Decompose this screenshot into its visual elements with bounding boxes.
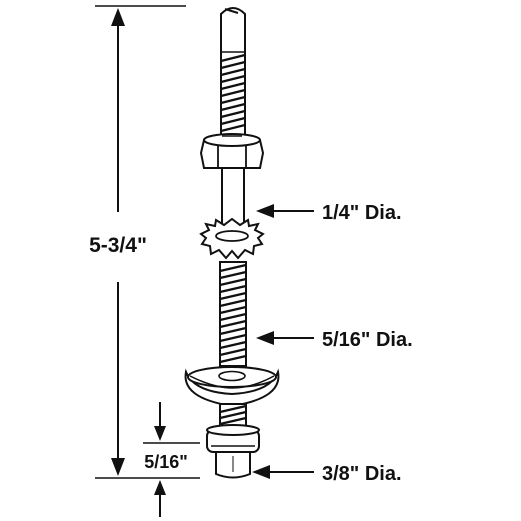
thread-line xyxy=(219,305,247,315)
overall-length-label: 5-3/4" xyxy=(89,234,147,257)
thread-line xyxy=(219,347,247,357)
thread-line xyxy=(219,319,247,329)
head-up-arrow-icon xyxy=(154,480,166,495)
bolt-head xyxy=(206,424,260,453)
thread-line xyxy=(220,60,246,70)
upper-dia-callout: 1/4" Dia. xyxy=(256,202,402,224)
thread-line xyxy=(220,102,246,112)
thread-line xyxy=(219,410,247,420)
head-height-label: 5/16" xyxy=(144,452,188,472)
thread-line xyxy=(220,123,246,133)
thread-dia-arrow-icon xyxy=(256,331,274,345)
thread-line xyxy=(220,95,246,105)
star-lock-washer-icon xyxy=(199,217,265,260)
thread-dia-label: 5/16" Dia. xyxy=(322,329,413,351)
length-top-arrow-icon xyxy=(111,8,125,26)
thread-line xyxy=(220,67,246,77)
thread-line xyxy=(220,116,246,126)
bottom-thread-lines xyxy=(219,404,247,426)
thread-line xyxy=(219,354,247,364)
tip-dia-arrow-icon xyxy=(252,465,270,479)
thread-line xyxy=(219,284,247,294)
cup-washer-icon xyxy=(184,366,280,408)
tip-dia-label: 3/8" Dia. xyxy=(322,463,402,485)
thread-line xyxy=(219,326,247,336)
thread-dia-callout: 5/16" Dia. xyxy=(256,329,413,351)
upper-thread-lines xyxy=(220,53,246,133)
length-dimension: 5-3/4" xyxy=(89,5,200,479)
screwdriver-slot xyxy=(224,8,239,14)
thread-line xyxy=(220,74,246,84)
thread-line xyxy=(220,53,246,63)
thread-line xyxy=(219,404,247,414)
thread-line xyxy=(219,298,247,308)
upper-dia-label: 1/4" Dia. xyxy=(322,202,402,224)
thread-line xyxy=(220,109,246,119)
head-down-arrow-icon xyxy=(154,426,166,441)
bolt-tip xyxy=(215,451,251,479)
plain-shank xyxy=(221,164,245,228)
bolt xyxy=(184,7,280,479)
thread-line xyxy=(219,270,247,280)
length-bottom-arrow-icon xyxy=(111,458,125,476)
thread-line xyxy=(219,312,247,322)
hex-nut-icon xyxy=(199,133,265,169)
tip-dia-callout: 3/8" Dia. xyxy=(252,463,402,485)
upper-dia-arrow-icon xyxy=(256,204,274,218)
head-height-dimension: 5/16" xyxy=(143,402,200,517)
thread-line xyxy=(220,81,246,91)
thread-line xyxy=(219,291,247,301)
thread-line xyxy=(219,416,247,426)
thread-line xyxy=(219,277,247,287)
thread-line xyxy=(220,88,246,98)
thread-line xyxy=(219,333,247,343)
lower-thread-lines xyxy=(219,263,247,364)
thread-line xyxy=(219,263,247,273)
thread-line xyxy=(219,340,247,350)
